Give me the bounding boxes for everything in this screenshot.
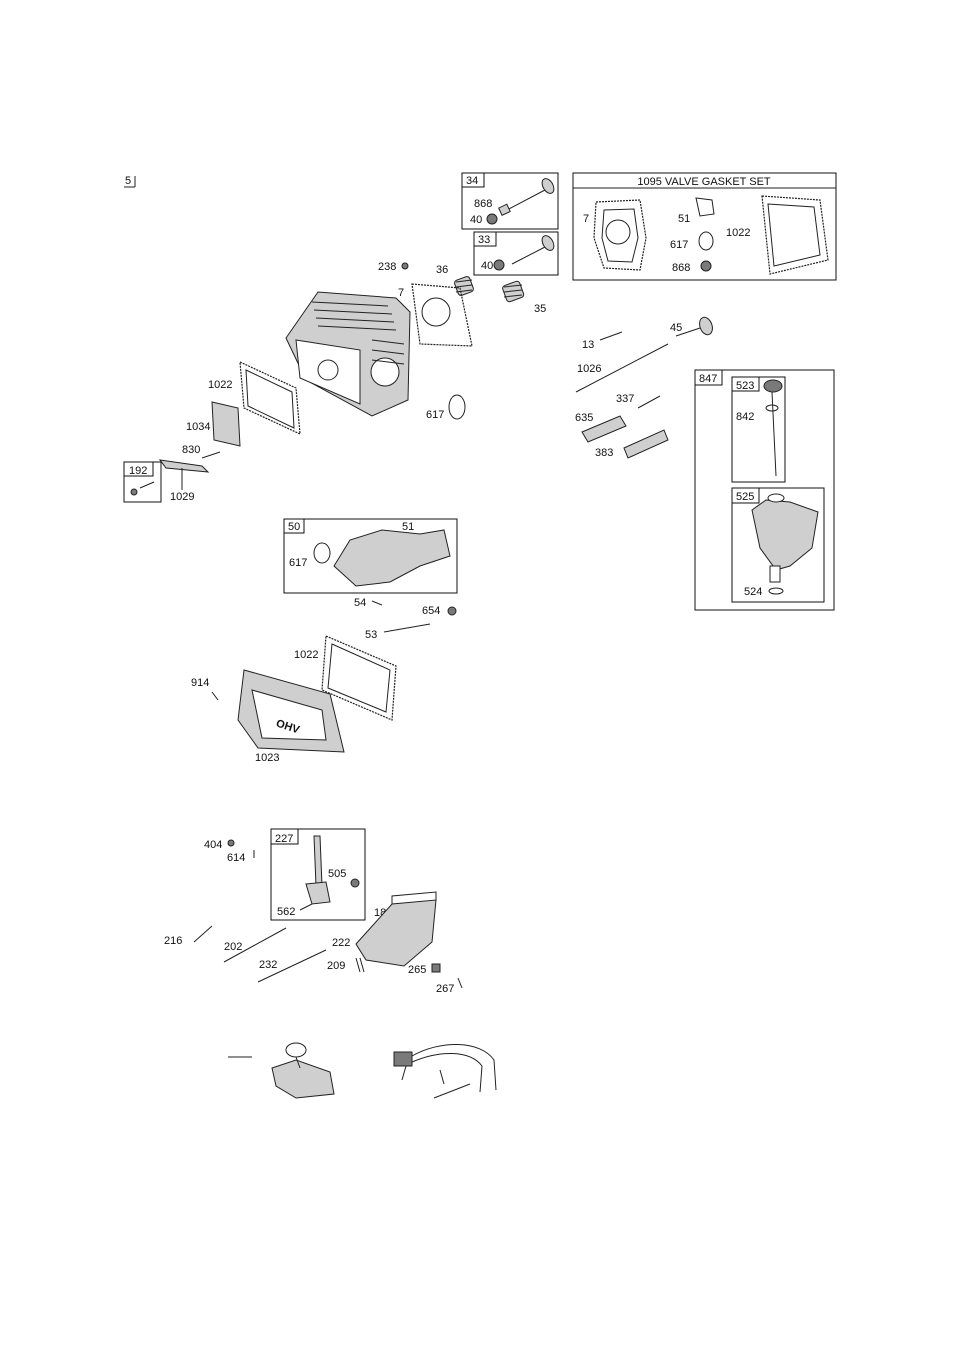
kit-192-label: 192 (129, 465, 147, 477)
kit-523-label: 523 (736, 380, 754, 392)
kit-33-box: 33 40 (474, 232, 558, 275)
valve-34-drawing (487, 177, 556, 224)
label-1022: 1022 (294, 649, 318, 661)
label-40: 40 (481, 260, 493, 272)
cylinder-head-drawing (286, 292, 410, 416)
section-marker: 5 (124, 175, 135, 187)
kit-847-label: 847 (699, 373, 717, 385)
controls-group: 404 614 227 505 562 188 216 202 222 232 … (164, 829, 462, 995)
label-842: 842 (736, 411, 754, 423)
ignition-coil-drawing (272, 1043, 334, 1098)
cylinder-head-group: 238 36 35 7 617 1022 (160, 261, 546, 503)
valve-gasket-set-box: 1095 VALVE GASKET SET 7 51 617 868 1022 (573, 173, 836, 280)
label-222: 222 (332, 937, 350, 949)
label-1026: 1026 (577, 363, 601, 375)
label-635: 635 (575, 412, 593, 424)
label-524: 524 (744, 586, 762, 598)
kit-34-label: 34 (466, 175, 478, 187)
label-654: 654 (422, 605, 440, 617)
label-209: 209 (327, 960, 345, 972)
ignition-group (228, 1043, 496, 1098)
valve-spring-35 (502, 280, 525, 302)
valve-33-drawing (494, 234, 556, 270)
gasket-set-title: 1095 VALVE GASKET SET (637, 176, 771, 188)
label-36: 36 (436, 264, 448, 276)
kit-227-label: 227 (275, 833, 293, 845)
label-45: 45 (670, 322, 682, 334)
label-1023: 1023 (255, 752, 279, 764)
label-562: 562 (277, 906, 295, 918)
label-51: 51 (402, 521, 414, 533)
kit-34-box: 34 868 40 (462, 173, 558, 229)
control-bracket-188 (356, 892, 436, 966)
label-1022: 1022 (208, 379, 232, 391)
kit-525-box: 525 524 (732, 488, 824, 602)
rocker-cover-group: 54 654 53 1022 914 OHV 1023 (191, 597, 456, 764)
label-13: 13 (582, 339, 594, 351)
label-54: 54 (354, 597, 366, 609)
label-202: 202 (224, 941, 242, 953)
label-337: 337 (616, 393, 634, 405)
label-51: 51 (678, 213, 690, 225)
label-1034: 1034 (186, 421, 210, 433)
label-383: 383 (595, 447, 613, 459)
label-868: 868 (474, 198, 492, 210)
label-868: 868 (672, 262, 690, 274)
valve-train-group: 13 45 1026 337 635 383 (575, 315, 715, 459)
label-830: 830 (182, 444, 200, 456)
kit-33-label: 33 (478, 234, 490, 246)
label-617: 617 (670, 239, 688, 251)
label-238: 238 (378, 261, 396, 273)
label-267: 267 (436, 983, 454, 995)
label-617: 617 (289, 557, 307, 569)
kit-50-box: 50 617 51 (284, 519, 457, 593)
label-7: 7 (583, 213, 589, 225)
label-265: 265 (408, 964, 426, 976)
section-number: 5 (125, 175, 131, 187)
wire-harness-drawing (394, 1044, 496, 1098)
label-914: 914 (191, 677, 209, 689)
label-505: 505 (328, 868, 346, 880)
label-40: 40 (470, 214, 482, 226)
label-404: 404 (204, 839, 222, 851)
kit-50-label: 50 (288, 521, 300, 533)
label-7: 7 (398, 287, 404, 299)
kit-227-box: 227 505 562 (271, 829, 365, 920)
kit-847-box: 847 (695, 370, 834, 610)
breather-tube-1029 (160, 460, 208, 472)
label-1022: 1022 (726, 227, 750, 239)
label-1029: 1029 (170, 491, 194, 503)
kit-523-box: 523 842 (732, 377, 785, 482)
kit-525-label: 525 (736, 491, 754, 503)
label-614: 614 (227, 852, 245, 864)
label-53: 53 (365, 629, 377, 641)
label-216: 216 (164, 935, 182, 947)
valve-spring-36 (454, 276, 475, 297)
rocker-cover-gasket-1022 (240, 362, 300, 434)
kit-192-box: 192 (124, 462, 161, 502)
label-617: 617 (426, 409, 444, 421)
label-232: 232 (259, 959, 277, 971)
label-35: 35 (534, 303, 546, 315)
